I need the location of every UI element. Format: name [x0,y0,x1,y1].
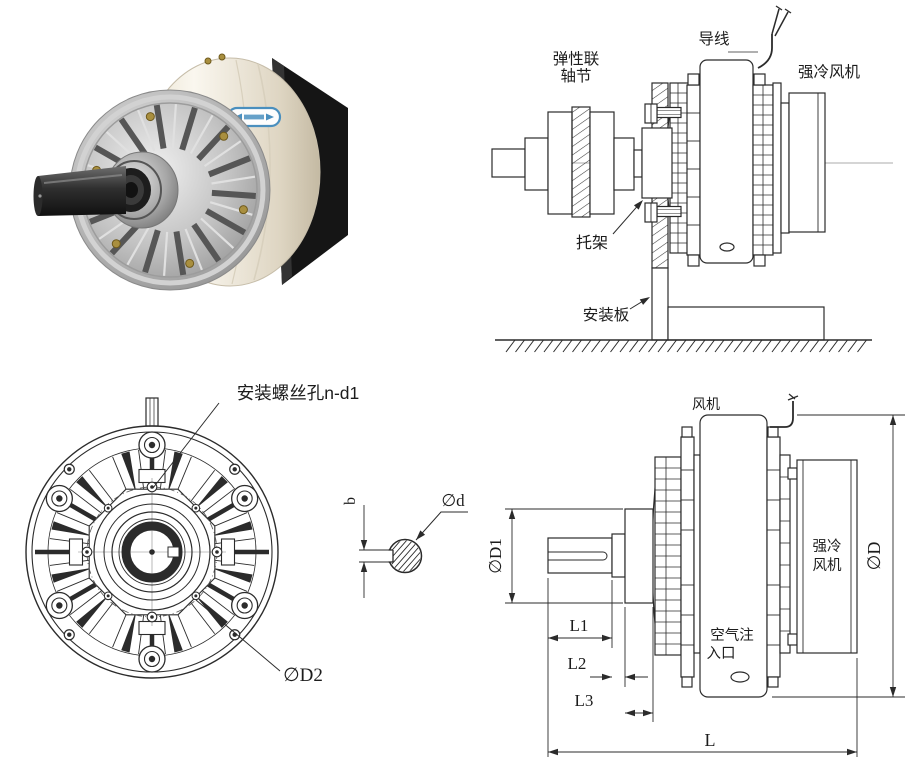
dim-label-l3: L3 [575,691,594,710]
label-air-inlet-line1: 空气注 [710,627,754,644]
label-mounting-plate: 安装板 [583,306,630,324]
label-air-inlet-line2: 入口 [707,646,736,662]
label-elastic-coupling-line2: 轴节 [560,67,591,85]
photo-drum-seam [253,63,271,281]
photo-top-screw [204,57,212,65]
label-bracket: 托架 [576,234,608,252]
label-cooling-fan-line1: 强冷 [813,538,842,555]
photo-shaft [33,166,126,216]
dim-label-d1: ∅D1 [486,538,505,574]
shaft-section-detail: b ∅d [342,491,468,598]
label-key-width-b: b [342,497,359,505]
dim-label-l: L [705,730,716,750]
front-view-drawing: 安装螺丝孔n-d1 ∅D2 [25,383,360,686]
label-cooling-fan-line2: 风机 [813,557,842,574]
label-dia-d: ∅d [441,491,465,510]
label-mounting-screw-holes: 安装螺丝孔n-d1 [237,383,360,403]
photo-top-screw [218,53,226,61]
dim-label-l1: L1 [570,616,589,635]
dim-label-l2: L2 [568,654,587,673]
label-elastic-coupling-line1: 弹性联 [553,50,600,68]
label-fan: 风机 [692,396,720,412]
label-dia-d2: ∅D2 [283,665,323,686]
label-cooling-fan-install: 强冷风机 [798,63,861,81]
label-lead-wire: 导线 [698,30,729,48]
product-photo-magnetic-powder-brake [33,53,348,291]
dim-label-d: ∅D [864,542,884,571]
